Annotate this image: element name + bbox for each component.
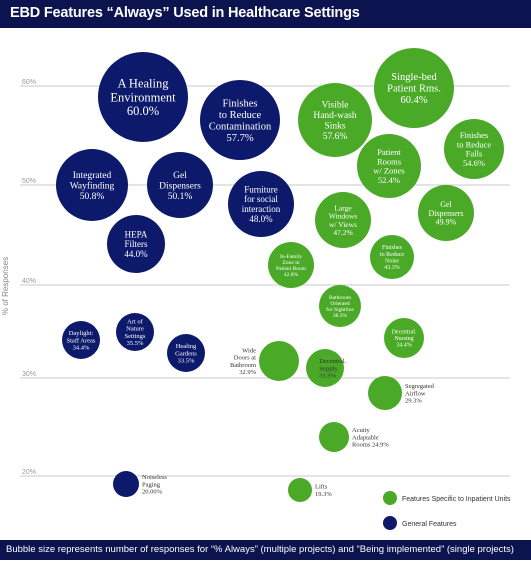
bubble-inpatient — [418, 185, 474, 241]
legend-swatch — [383, 491, 397, 505]
bubble-inpatient — [268, 242, 314, 288]
bubble-inpatient — [259, 341, 299, 381]
bubble-inpatient — [374, 48, 454, 128]
bubble-general — [113, 471, 139, 497]
y-axis-label: % of Responses — [1, 257, 10, 315]
bubble-general — [200, 80, 280, 160]
bubble-inpatient — [315, 192, 371, 248]
y-tick-label: 30% — [22, 371, 36, 378]
bubble-general — [116, 313, 154, 351]
legend-label: General Features — [402, 521, 457, 528]
legend-label: Features Specific to Inpatient Units — [402, 496, 511, 503]
bubble-general — [147, 152, 213, 218]
y-tick-label: 20% — [22, 469, 36, 476]
bubble-inpatient — [319, 422, 349, 452]
bubble-inpatient — [370, 235, 414, 279]
bubble-inpatient — [357, 134, 421, 198]
bubble-inpatient — [298, 83, 372, 157]
footer-note: Bubble size represents number of respons… — [6, 544, 514, 555]
y-tick-label: 50% — [22, 178, 36, 185]
bubble-general — [167, 334, 205, 372]
chart-title: EBD Features “Always” Used in Healthcare… — [10, 5, 360, 21]
bubble-inpatient — [319, 285, 361, 327]
y-tick-label: 60% — [22, 79, 36, 86]
bubble-inpatient — [384, 318, 424, 358]
footer-bar: Bubble size represents number of respons… — [0, 540, 531, 560]
bubble-general — [62, 321, 100, 359]
bubble-inpatient — [368, 376, 402, 410]
legend-swatch — [383, 516, 397, 530]
bubble-general — [107, 215, 165, 273]
bubble-general — [56, 149, 128, 221]
bubble-inpatient — [288, 478, 312, 502]
bubble-inpatient — [444, 119, 504, 179]
bubble-inpatient — [306, 349, 344, 387]
y-tick-label: 40% — [22, 278, 36, 285]
bubble-general — [98, 52, 188, 142]
bubble-general — [228, 171, 294, 237]
title-bar: EBD Features “Always” Used in Healthcare… — [0, 0, 531, 28]
